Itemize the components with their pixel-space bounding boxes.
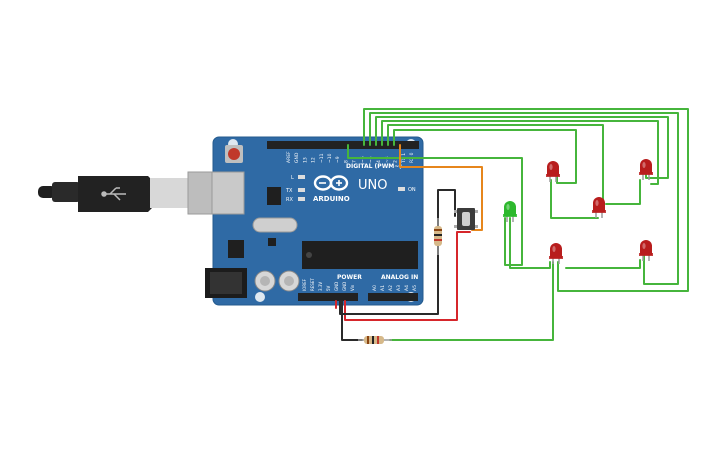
wire-green[interactable] [565, 259, 641, 269]
atmega-chip [302, 241, 418, 269]
digital-header [267, 141, 419, 149]
power-pin-label: Vin [350, 284, 355, 291]
push-button[interactable] [454, 208, 478, 230]
wire-black[interactable] [437, 189, 456, 223]
led[interactable] [592, 197, 606, 218]
wire-green[interactable] [375, 116, 669, 179]
digital-pin-label: 8 [343, 160, 349, 163]
led-resistor[interactable] [358, 336, 392, 344]
l-label: L [291, 175, 294, 181]
analog-pin-label: A4 [404, 285, 410, 291]
led[interactable] [549, 243, 563, 264]
digital-pin-label: 12 [311, 157, 317, 163]
wire-green[interactable] [387, 124, 604, 209]
led[interactable] [639, 240, 653, 261]
digital-pin-label: 2 [393, 160, 399, 163]
pull-down-resistor[interactable] [434, 218, 442, 255]
wire-green[interactable] [369, 112, 679, 285]
led[interactable] [639, 159, 653, 180]
analog-pin-label: A2 [388, 285, 394, 291]
wire-green[interactable] [509, 217, 551, 269]
wire-green[interactable] [347, 144, 523, 266]
reset-button[interactable] [225, 145, 243, 163]
model-label: UNO [358, 178, 387, 193]
digital-pin-label: 4 [376, 160, 382, 163]
wire-orange[interactable] [399, 144, 483, 231]
power-pin-label: 3.3V [318, 282, 323, 291]
wire-green[interactable] [389, 261, 554, 341]
power-pin-label: IOREF [302, 278, 307, 291]
wire-green[interactable] [381, 120, 659, 185]
digital-pin-label: 13 [302, 157, 308, 163]
analog-header-label: ANALOG IN [381, 274, 418, 281]
power-pin-label: GND [334, 282, 339, 291]
power-pin-label: RESET [310, 278, 315, 291]
usb-port [211, 171, 245, 215]
analog-pin-label: A5 [412, 285, 418, 291]
brand-label: ARDUINO [313, 195, 350, 203]
power-header-label: POWER [337, 274, 362, 281]
digital-pin-label: GND [294, 152, 300, 163]
led[interactable] [546, 161, 560, 182]
digital-pin-label: ~3 [384, 156, 390, 163]
digital-pin-label: 7 [352, 160, 358, 163]
digital-pin-label: ~5 [368, 156, 374, 163]
wire-black[interactable] [339, 221, 439, 315]
regulator [228, 240, 244, 258]
analog-header[interactable] [368, 293, 418, 301]
leds [503, 159, 653, 264]
analog-pin-label: A3 [396, 285, 402, 291]
usb-icon [101, 187, 126, 201]
analog-pin-label: A0 [372, 285, 378, 291]
led[interactable] [503, 201, 517, 222]
digital-pin-label: ~6 [360, 156, 366, 163]
wire-green[interactable] [550, 179, 599, 219]
rx-label: RX [286, 197, 293, 203]
digital-pin-label: ~9 [335, 156, 341, 163]
wires [335, 108, 689, 341]
power-header[interactable] [298, 293, 358, 301]
power-pin-label: 5V [326, 285, 331, 291]
on-label: ON [408, 187, 416, 193]
tx-label: TX [285, 188, 293, 194]
wire-green[interactable] [605, 179, 641, 205]
digital-pin-label: ~10 [327, 153, 333, 163]
digital-pin-label: AREF [286, 151, 292, 163]
crystal [252, 217, 298, 233]
usb-chip [267, 187, 281, 205]
wire-green[interactable] [363, 108, 689, 292]
arduino-logo-icon [313, 175, 349, 191]
power-pin-label: GND [342, 282, 347, 291]
wire-green[interactable] [393, 129, 577, 184]
analog-pin-label: A1 [380, 285, 386, 291]
digital-header-label: DIGITAL (PWM~) [346, 163, 402, 170]
digital-pin-label: ~11 [319, 153, 325, 163]
wire-black[interactable] [341, 300, 363, 341]
